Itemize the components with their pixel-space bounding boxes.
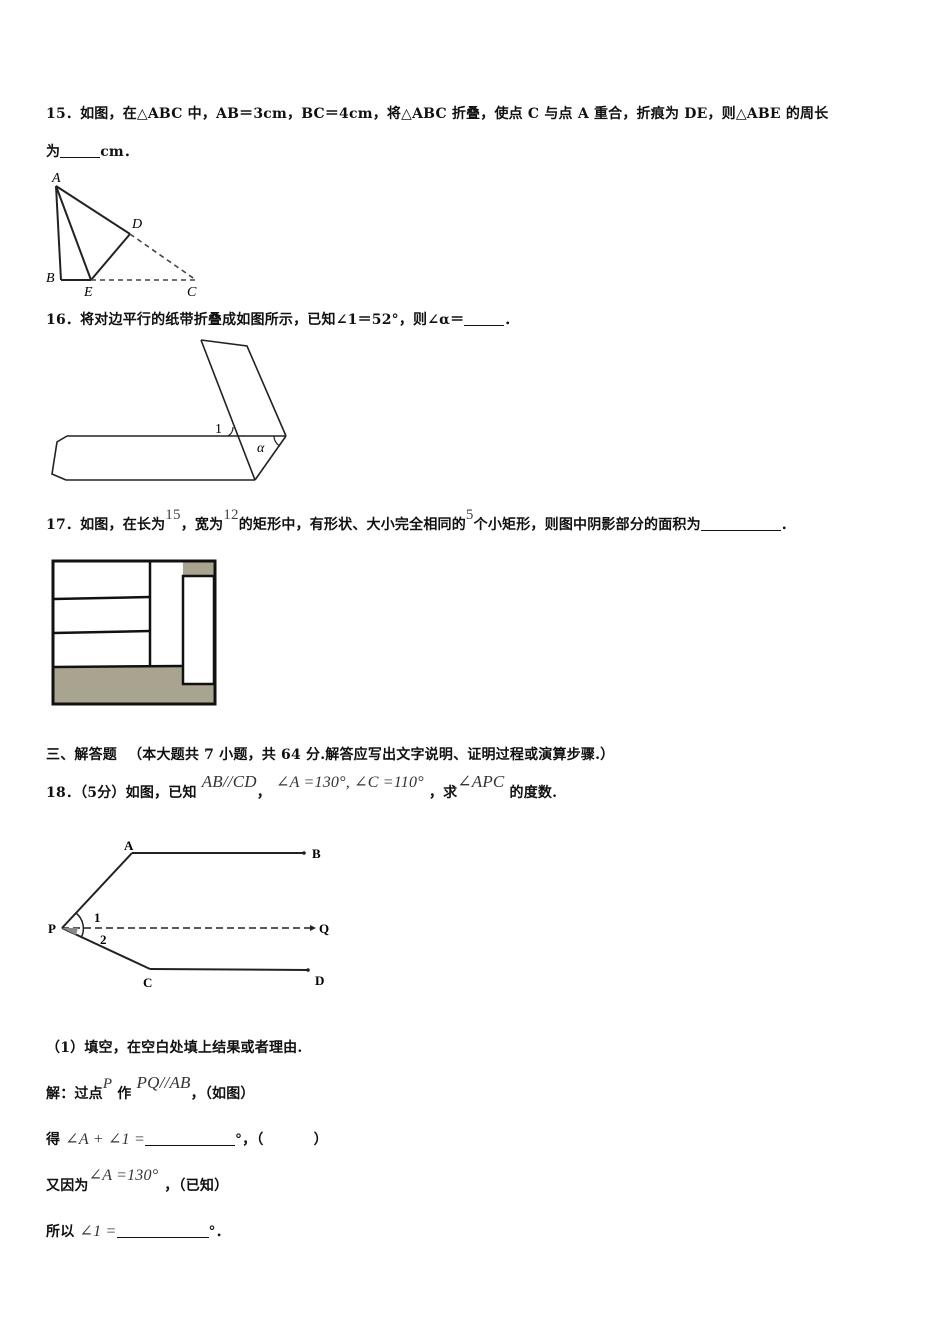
- q16-paper-strip-figure: 1 α: [44, 336, 294, 486]
- q17-width: 12: [223, 507, 239, 523]
- step1-answer-blank[interactable]: [144, 1145, 235, 1146]
- q18-parallel-math: AB//CD: [201, 772, 257, 791]
- step1-math: ∠A + ∠1 =: [65, 1131, 145, 1148]
- q18-step3: 所以 ∠1 = °．: [46, 1221, 230, 1241]
- label-p: P: [48, 921, 56, 936]
- q18-parallel-lines-figure: A B P Q C D 1 2: [44, 836, 344, 996]
- label-a: A: [51, 171, 61, 186]
- q18-target-math: ∠APC: [457, 772, 505, 791]
- q17-text-d: 个小矩形，则图中阴影部分的面积为: [473, 517, 701, 533]
- step1-text-c: ）: [313, 1132, 328, 1148]
- q17-rectangles-figure: [50, 558, 220, 710]
- label-angle-1: 1: [94, 910, 101, 925]
- q16-suffix: ．: [504, 312, 519, 328]
- q15-text: 15．如图，在△ABC 中，AB＝3cm，BC＝4cm，将△ABC 折叠，使点 …: [46, 103, 828, 123]
- sol-text-b: 作: [117, 1086, 132, 1102]
- q15-text-line2: 为 cm．: [46, 141, 138, 161]
- step3-answer-blank[interactable]: [116, 1237, 209, 1238]
- q17-text-b: ，宽为: [180, 517, 224, 533]
- q18-part1-instruction: （1）填空，在空白处填上结果或者理由.: [46, 1040, 303, 1056]
- section3-header: 三、解答题 （本大题共 7 小题，共 64 分.解答应写出文字说明、证明过程或演…: [46, 744, 614, 764]
- label-a: A: [124, 838, 134, 853]
- step3-text-b: °．: [208, 1224, 230, 1240]
- label-d: D: [131, 217, 142, 232]
- step3-math: ∠1 =: [79, 1223, 117, 1240]
- label-q: Q: [319, 921, 329, 936]
- section3-title: 三、解答题: [46, 747, 117, 763]
- step2-math: ∠A =130°: [88, 1167, 159, 1184]
- q18-comma: ，: [256, 785, 271, 801]
- q18-score: （5分）: [80, 785, 126, 801]
- step2-text-b: ，（已知）: [164, 1178, 229, 1194]
- q17-text-c: 的矩形中，有形状、大小完全相同的: [238, 517, 466, 533]
- q18-text-c: 的度数.: [509, 785, 558, 801]
- q17-text-a: 如图，在长为: [80, 517, 166, 533]
- q17-suffix: ．: [780, 517, 796, 533]
- sol-point-p: P: [102, 1076, 113, 1092]
- q18-number: 18．: [46, 785, 81, 801]
- q18-step1: 得 ∠A + ∠1 = °，（ ）: [46, 1129, 328, 1149]
- q18-text-a: 如图，已知: [125, 785, 197, 801]
- q16-body: 将对边平行的纸带折叠成如图所示，已知∠1＝52°，则∠α＝: [80, 312, 465, 328]
- q16-text: 16．将对边平行的纸带折叠成如图所示，已知∠1＝52°，则∠α＝ ．: [46, 309, 519, 329]
- q18-text-b: ，求: [428, 785, 458, 801]
- q18-text: 18．（5分）如图，已知 AB//CD， ∠A =130°, ∠C =110° …: [46, 772, 558, 802]
- label-alpha: α: [257, 441, 265, 456]
- q16-number: 16．: [46, 312, 81, 328]
- q18-step2: 又因为∠A =130° ，（已知）: [46, 1167, 229, 1195]
- q17-length: 15: [165, 507, 181, 523]
- q15-body: 如图，在△ABC 中，AB＝3cm，BC＝4cm，将△ABC 折叠，使点 C 与…: [80, 106, 829, 122]
- section3-note: （本大题共 7 小题，共 64 分.解答应写出文字说明、证明过程或演算步骤.）: [128, 747, 615, 763]
- q17-count: 5: [465, 507, 474, 523]
- q18-angles-math: ∠A =130°, ∠C =110°: [276, 774, 424, 791]
- label-c: C: [187, 285, 197, 298]
- label-angle-1: 1: [215, 422, 222, 437]
- label-b: B: [46, 271, 55, 286]
- step2-text-a: 又因为: [46, 1178, 89, 1194]
- step1-text-b: °，（: [234, 1132, 264, 1148]
- q15-suffix: cm．: [100, 144, 139, 160]
- q17-answer-blank[interactable]: [700, 530, 781, 531]
- sol-pq-math: PQ//AB: [136, 1073, 191, 1092]
- q17-number: 17．: [46, 517, 81, 533]
- step3-text-a: 所以: [46, 1224, 75, 1240]
- label-b: B: [312, 846, 321, 861]
- q15-prefix: 为: [46, 144, 61, 160]
- q17-text: 17．如图，在长为15，宽为12的矩形中，有形状、大小完全相同的5个小矩形，则图…: [46, 507, 796, 534]
- q15-answer-blank[interactable]: [60, 157, 101, 158]
- q18-solution-line: 解：过点P 作 PQ//AB，（如图）: [46, 1073, 255, 1103]
- label-e: E: [83, 285, 93, 298]
- sol-text-c: ，（如图）: [190, 1086, 255, 1102]
- label-d: D: [315, 973, 324, 988]
- step1-text-a: 得: [46, 1132, 61, 1148]
- label-c: C: [143, 975, 152, 990]
- sol-text-a: 解：过点: [46, 1086, 103, 1102]
- q16-answer-blank[interactable]: [464, 325, 505, 326]
- q15-triangle-figure: A B E D C: [44, 168, 214, 298]
- label-angle-2: 2: [100, 932, 107, 947]
- q15-number: 15．: [46, 106, 81, 122]
